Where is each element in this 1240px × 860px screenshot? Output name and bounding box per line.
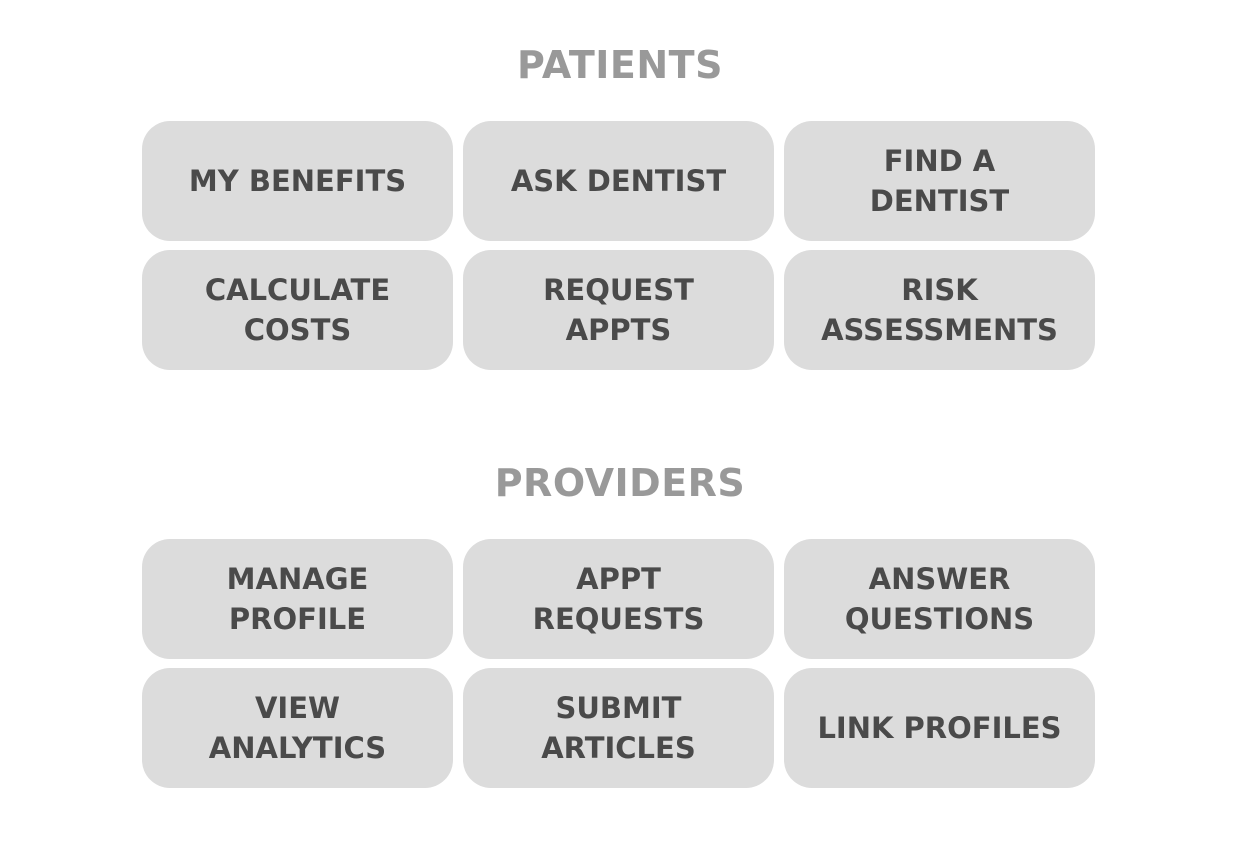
answer-questions-button[interactable]: ANSWER QUESTIONS [784, 539, 1095, 659]
request-appts-button[interactable]: REQUEST APPTS [463, 250, 774, 370]
my-benefits-label: MY BENEFITS [188, 164, 407, 198]
risk-assessments-label: RISK ASSESSMENTS [821, 273, 1058, 347]
submit-articles-button[interactable]: SUBMIT ARTICLES [463, 668, 774, 788]
appt-requests-button[interactable]: APPT REQUESTS [463, 539, 774, 659]
risk-assessments-button[interactable]: RISK ASSESSMENTS [784, 250, 1095, 370]
view-analytics-button[interactable]: VIEW ANALYTICS [142, 668, 453, 788]
ask-dentist-label: ASK DENTIST [510, 164, 727, 198]
patients-tile-grid: MY BENEFITS ASK DENTIST FIND A DENTIST C… [142, 121, 1096, 370]
link-profiles-button[interactable]: LINK PROFILES [784, 668, 1095, 788]
ask-dentist-button[interactable]: ASK DENTIST [463, 121, 774, 241]
find-a-dentist-label: FIND A DENTIST [869, 144, 1010, 218]
submit-articles-label: SUBMIT ARTICLES [541, 691, 696, 765]
link-profiles-label: LINK PROFILES [817, 711, 1062, 745]
answer-questions-label: ANSWER QUESTIONS [844, 562, 1035, 636]
manage-profile-label: MANAGE PROFILE [226, 562, 369, 636]
providers-section-title: PROVIDERS [494, 461, 746, 505]
view-analytics-label: VIEW ANALYTICS [208, 691, 387, 765]
request-appts-label: REQUEST APPTS [543, 273, 694, 347]
calculate-costs-button[interactable]: CALCULATE COSTS [142, 250, 453, 370]
calculate-costs-label: CALCULATE COSTS [204, 273, 391, 347]
patients-section-title: PATIENTS [517, 43, 723, 87]
manage-profile-button[interactable]: MANAGE PROFILE [142, 539, 453, 659]
find-a-dentist-button[interactable]: FIND A DENTIST [784, 121, 1095, 241]
appt-requests-label: APPT REQUESTS [532, 562, 705, 636]
my-benefits-button[interactable]: MY BENEFITS [142, 121, 453, 241]
providers-tile-grid: MANAGE PROFILE APPT REQUESTS ANSWER QUES… [142, 539, 1096, 788]
